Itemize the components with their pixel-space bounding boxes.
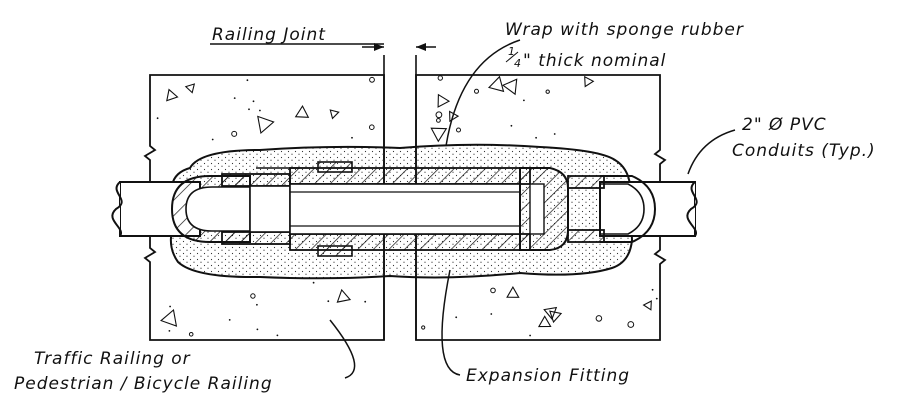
aggregate-mark — [430, 127, 448, 143]
aggregate-mark — [510, 124, 513, 127]
joint-dimension — [362, 43, 436, 51]
aggregate-mark — [188, 332, 194, 337]
aggregate-mark — [545, 89, 550, 94]
aggregate-mark — [584, 75, 595, 88]
label-pvc-line2: Conduits (Typ.) — [732, 141, 876, 161]
label-wrap: Wrap with sponge rubber 1 4 " thick nomi… — [505, 20, 744, 71]
aggregate-mark — [421, 325, 426, 330]
aggregate-mark — [248, 108, 250, 111]
aggregate-mark — [246, 79, 249, 82]
aggregate-mark — [294, 105, 310, 118]
aggregate-mark — [642, 300, 652, 311]
aggregate-mark — [549, 310, 563, 324]
aggregate-mark — [543, 306, 558, 321]
aggregate-mark — [168, 330, 171, 332]
aggregate-mark — [436, 118, 441, 123]
label-wrap-fraction-den: 4 — [514, 57, 521, 70]
aggregate-mark — [166, 88, 179, 102]
aggregate-mark — [327, 300, 330, 303]
aggregate-mark — [329, 109, 340, 120]
aggregate-mark — [169, 305, 172, 308]
aggregate-mark — [259, 109, 261, 112]
aggregate-mark — [456, 127, 461, 133]
aggregate-mark — [231, 130, 238, 137]
aggregate-mark — [160, 308, 178, 327]
expansion-fitting — [170, 161, 657, 257]
aggregate-mark — [529, 334, 531, 337]
aggregate-mark — [474, 88, 479, 94]
aggregate-mark — [364, 300, 367, 303]
aggregate-mark — [250, 293, 256, 299]
aggregate-mark — [256, 328, 259, 331]
aggregate-mark — [369, 76, 375, 83]
label-wrap-line1: Wrap with sponge rubber — [505, 20, 744, 40]
aggregate-mark — [490, 313, 493, 315]
label-railing-line2: Pedestrian / Bicycle Railing — [14, 374, 273, 394]
aggregate-mark — [351, 136, 353, 139]
aggregate-mark — [487, 75, 505, 93]
pvc-conduit-right — [599, 181, 698, 237]
aggregate-mark — [655, 297, 658, 300]
aggregate-mark — [627, 321, 635, 328]
aggregate-mark — [455, 316, 458, 319]
aggregate-mark — [369, 124, 375, 130]
label-expansion-fitting: Expansion Fitting — [466, 366, 630, 386]
aggregate-mark — [595, 315, 603, 322]
leader-lines — [210, 39, 736, 379]
aggregate-mark — [257, 115, 275, 135]
aggregate-mark — [435, 111, 443, 119]
aggregate-mark — [490, 287, 496, 294]
label-pvc-line1: 2" Ø PVC — [742, 115, 827, 135]
label-railing-line1: Traffic Railing or — [34, 349, 191, 369]
aggregate-mark — [252, 100, 255, 103]
aggregate-mark — [312, 281, 315, 284]
label-railing-joint: Railing Joint — [212, 25, 326, 45]
label-wrap-fraction-num: 1 — [508, 45, 515, 58]
aggregate-mark — [156, 117, 159, 120]
aggregate-mark — [537, 315, 552, 328]
aggregate-mark — [523, 99, 525, 102]
aggregate-mark — [651, 288, 654, 291]
aggregate-mark — [553, 133, 556, 135]
aggregate-mark — [336, 288, 352, 303]
aggregate-mark — [228, 319, 231, 321]
aggregate-mark — [276, 334, 279, 337]
aggregate-mark — [535, 136, 537, 139]
aggregate-mark — [506, 285, 520, 298]
aggregate-mark — [184, 83, 196, 94]
aggregate-mark — [437, 75, 443, 81]
aggregate-mark — [256, 303, 258, 306]
aggregate-mark — [211, 138, 214, 141]
aggregate-mark — [501, 78, 518, 96]
aggregate-mark — [233, 97, 236, 99]
aggregate-mark — [437, 93, 451, 108]
label-wrap-line2: " thick nominal — [523, 51, 666, 71]
